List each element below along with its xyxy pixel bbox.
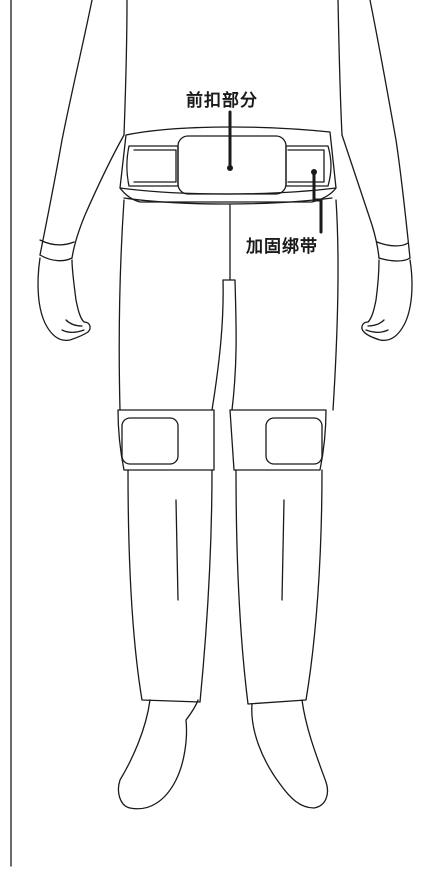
right-knee-strap: [265, 417, 323, 465]
trouser-outline: [118, 199, 339, 411]
strap-pointer: [312, 170, 323, 234]
left-lower-leg: [127, 469, 213, 703]
strap-dot: [311, 169, 317, 175]
left-knee-pad: [117, 409, 215, 471]
left-knee-strap: [121, 417, 179, 465]
right-inner-arm: [341, 134, 380, 259]
label-reinforcement-strap: 加固绑带: [246, 237, 318, 257]
left-inner-arm: [71, 134, 125, 259]
label-front-buckle: 前扣部分: [186, 91, 258, 111]
left-hand: [37, 257, 91, 342]
front-buckle-panel: [177, 135, 287, 195]
right-foot: [251, 699, 329, 809]
right-cuff: [376, 241, 411, 262]
leg-crease: [175, 499, 285, 601]
right-lower-leg: [235, 469, 323, 705]
shirt-outline: [39, 0, 411, 259]
left-side-strap: [126, 145, 179, 187]
right-side-strap: [285, 145, 332, 187]
left-foot: [117, 699, 199, 810]
left-strap-inner: [133, 149, 177, 183]
front-buckle-dot: [227, 165, 233, 171]
right-knee-pad: [229, 409, 327, 471]
left-cuff: [39, 239, 75, 262]
right-hand: [361, 259, 413, 342]
right-strap-inner: [287, 149, 325, 183]
